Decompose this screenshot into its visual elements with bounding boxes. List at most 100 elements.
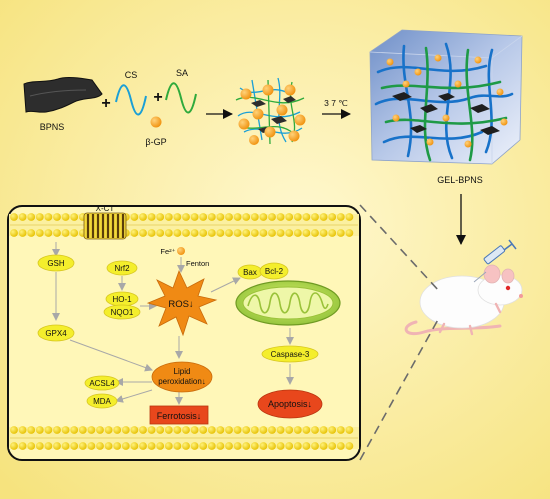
lipid-head xyxy=(35,426,44,434)
caspase3-node xyxy=(261,345,319,363)
lipid-head xyxy=(164,229,173,237)
lipid-head xyxy=(182,229,190,237)
lipid-head xyxy=(96,442,104,450)
bgp-label: β-GP xyxy=(145,137,166,147)
lipid-head xyxy=(268,229,276,237)
lipid-head xyxy=(130,426,139,434)
lipid-head xyxy=(242,229,251,237)
lipid-head xyxy=(78,426,87,434)
lipid-head xyxy=(27,213,36,221)
gel-bpns-label: GEL-BPNS xyxy=(437,175,483,185)
lipid-head xyxy=(259,442,268,450)
lipid-head xyxy=(130,229,139,237)
mitochondrion-icon xyxy=(235,280,341,326)
lipid-head xyxy=(242,442,251,450)
bottom-membrane xyxy=(9,426,359,450)
gpx4-label: GPX4 xyxy=(45,329,67,338)
syringe-icon xyxy=(473,239,517,283)
lipid-head xyxy=(311,426,319,434)
lipid-head xyxy=(104,442,113,450)
apoptosis-label: Apoptosis↓ xyxy=(268,399,312,409)
temperature-label: 3 7 ℃ xyxy=(324,98,348,108)
lipid-head xyxy=(27,426,36,434)
lipid-head xyxy=(225,213,233,221)
lipid-head xyxy=(35,442,44,450)
lipid-head xyxy=(250,426,259,434)
acsl4-node xyxy=(84,375,120,391)
lipid-head xyxy=(53,426,61,434)
lipid-head xyxy=(293,442,302,450)
lipid-head xyxy=(207,229,216,237)
pathway-arrows xyxy=(52,242,294,405)
lipid-head xyxy=(182,442,190,450)
lipid-head xyxy=(311,229,319,237)
lipid-head xyxy=(173,213,182,221)
lipid-head xyxy=(250,213,259,221)
lipid-head xyxy=(345,213,354,221)
lipid-head xyxy=(104,426,113,434)
lipid-head xyxy=(259,426,268,434)
nrf2-label: Nrf2 xyxy=(114,264,130,273)
lipid-head xyxy=(233,213,242,221)
lipid-head xyxy=(87,426,96,434)
lipid-head xyxy=(173,229,182,237)
lipid-head xyxy=(328,229,337,237)
lipid-head xyxy=(199,442,208,450)
lipid-head xyxy=(285,442,294,450)
lipid-head xyxy=(130,213,139,221)
lipid-head xyxy=(35,229,44,237)
bpns-sheet-sheen xyxy=(29,89,87,97)
lipid-head xyxy=(164,213,173,221)
lipid-head xyxy=(35,213,44,221)
lipid-head xyxy=(199,426,208,434)
lipid-head xyxy=(156,213,165,221)
lipid-head xyxy=(328,213,337,221)
lipid-head xyxy=(70,213,79,221)
acsl4-label: ACSL4 xyxy=(89,379,115,388)
nqo1-label: NQO1 xyxy=(111,308,134,317)
lipid-head xyxy=(276,229,285,237)
lipid-head xyxy=(293,426,302,434)
mda-node xyxy=(86,393,118,409)
sa-polymer-wave-icon xyxy=(165,82,197,114)
lipid-head xyxy=(336,426,345,434)
lipid-head xyxy=(147,426,156,434)
lipid-head xyxy=(225,442,233,450)
bgp-particle-icon xyxy=(150,116,162,128)
nqo1-node xyxy=(103,304,141,320)
lipid-head xyxy=(242,426,251,434)
lipid-head xyxy=(10,213,18,221)
lipid-head xyxy=(328,426,337,434)
lipid-head xyxy=(113,426,122,434)
lipid-head xyxy=(70,229,79,237)
lipid-head xyxy=(121,426,130,434)
lipid-head xyxy=(233,426,242,434)
lipid-head xyxy=(345,229,354,237)
lipid-head xyxy=(328,442,337,450)
lipid-head xyxy=(216,442,225,450)
lipid-head xyxy=(27,442,36,450)
apoptosis-node xyxy=(257,389,323,419)
lipid-head xyxy=(61,442,70,450)
nrf2-node xyxy=(106,260,138,276)
lipid-head xyxy=(10,426,18,434)
lipid-head xyxy=(199,213,208,221)
lipid-head xyxy=(61,229,70,237)
top-membrane xyxy=(9,213,359,237)
lipid-head xyxy=(250,442,259,450)
ros-label: ROS↓ xyxy=(168,299,193,310)
lipid-head xyxy=(250,229,259,237)
lipid-head xyxy=(233,442,242,450)
zoom-line-bottom xyxy=(359,315,441,461)
lipid-head xyxy=(302,213,311,221)
bpns-label: BPNS xyxy=(40,122,65,132)
mouse-icon xyxy=(404,264,523,336)
precursor-mixture-icon xyxy=(235,77,306,145)
mda-label: MDA xyxy=(93,397,111,406)
bcl2-label: Bcl-2 xyxy=(265,267,284,276)
lipid-head xyxy=(27,229,36,237)
lipid-head xyxy=(319,229,328,237)
lipid-head xyxy=(61,213,70,221)
lipid-head xyxy=(130,442,139,450)
lipid-head xyxy=(190,213,199,221)
